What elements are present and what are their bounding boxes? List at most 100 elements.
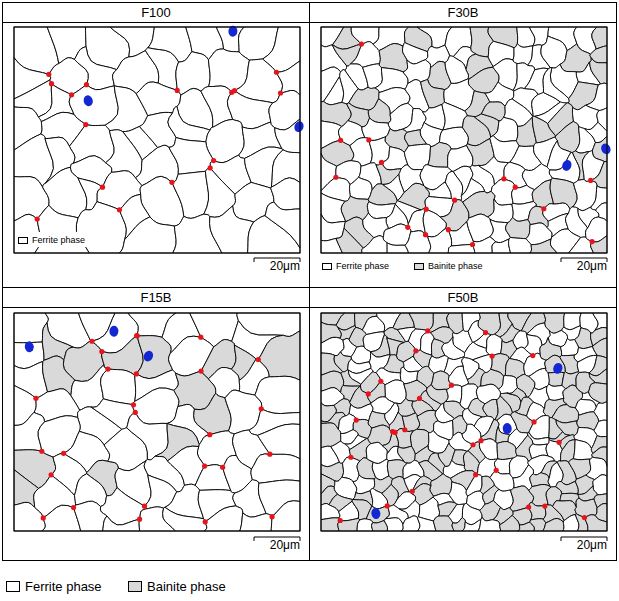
micrograph-frame [14, 27, 300, 253]
precipitate-dot [49, 472, 54, 477]
precipitate-dot [259, 406, 264, 411]
grain [204, 506, 242, 531]
precipitate-dot [413, 348, 418, 353]
grain [543, 68, 569, 103]
panel-title: F50B [447, 290, 478, 305]
precipitate-dot [169, 180, 174, 185]
precipitate-dot [69, 92, 74, 97]
grain [172, 171, 209, 218]
precipitate-dot [470, 242, 475, 247]
precipitate-dot [61, 451, 66, 456]
precipitate-dot [274, 70, 279, 75]
panel-title: F30B [447, 5, 478, 20]
precipitate-dot [470, 442, 475, 447]
precipitate-dot [198, 335, 203, 340]
grain [524, 334, 542, 355]
grain [481, 102, 505, 121]
grain [362, 236, 387, 253]
inclusion-blob [24, 341, 34, 353]
precipitate-dot [483, 330, 488, 335]
grain [336, 228, 363, 253]
grain [357, 519, 373, 531]
precipitate-dot [105, 366, 110, 371]
scale-label: 20μm [577, 260, 607, 273]
precipitate-dot [359, 41, 364, 46]
grain [74, 501, 107, 531]
grain [405, 231, 431, 253]
grain [133, 388, 179, 424]
precipitate-dot [582, 515, 587, 520]
grain [478, 517, 501, 531]
inclusion-blob [82, 94, 94, 107]
grain [573, 439, 592, 459]
precipitate-dot [489, 353, 494, 358]
inclusion-blob [552, 362, 564, 375]
microstructure [14, 313, 300, 531]
sample-panel: F30B [309, 2, 617, 288]
precipitate-dot [410, 489, 415, 494]
precipitate-dot [83, 122, 88, 127]
panel-title: F100 [141, 5, 171, 20]
grain [102, 336, 144, 376]
grain [492, 239, 511, 253]
legend-item: Bainite phase [128, 579, 226, 594]
legend-text: Bainite phase [428, 261, 483, 272]
grain [74, 47, 116, 90]
precipitate-dot [232, 88, 237, 93]
precipitate-dot [526, 505, 531, 510]
precipitate-dot [354, 417, 359, 422]
legend-ground [15, 232, 87, 247]
precipitate-dot [137, 517, 142, 522]
microstructure [321, 313, 607, 531]
micrograph-frame [14, 313, 300, 531]
grain [351, 346, 371, 364]
precipitate-dot [417, 396, 422, 401]
inclusion-blob [109, 325, 119, 337]
legend-text: Ferrite phase [32, 235, 85, 246]
legend-swatch [18, 237, 28, 244]
scale-label: 20μm [270, 260, 300, 273]
inclusion-blob [142, 349, 155, 363]
inclusion-blob [561, 159, 573, 173]
grain [383, 224, 411, 245]
grain [589, 369, 607, 384]
precipitate-dot [256, 357, 261, 362]
legend-swatch [322, 263, 332, 270]
grain [421, 79, 445, 107]
legend-text: Ferrite phase [25, 579, 102, 594]
grain [240, 513, 272, 531]
precipitate-dot [89, 339, 94, 344]
grain [592, 27, 607, 49]
grain [42, 505, 81, 531]
inclusion-blob [502, 423, 511, 434]
precipitate-dot [473, 472, 478, 477]
precipitate-dot [35, 217, 40, 222]
precipitate-dot [348, 455, 353, 460]
precipitate-dot [198, 369, 203, 374]
grain [351, 42, 381, 68]
grain [556, 420, 579, 436]
grain [237, 313, 300, 336]
grain [543, 518, 564, 531]
grain [497, 442, 517, 460]
inclusion-blob [293, 120, 305, 133]
precipitate-dot [385, 503, 390, 508]
precipitate-dot [494, 468, 499, 473]
precipitate-dot [379, 160, 384, 165]
sample-panel: F50B [309, 287, 617, 561]
precipitate-dot [134, 371, 139, 376]
grain [590, 58, 607, 85]
precipitate-dot [202, 463, 207, 468]
grain [119, 217, 176, 253]
grain [487, 199, 513, 223]
precipitate-dot [338, 138, 343, 143]
precipitate-dot [378, 379, 383, 384]
precipitate-dot [530, 353, 535, 358]
grain [321, 518, 340, 531]
inclusion-blob [599, 142, 612, 156]
precipitate-dot [366, 137, 371, 142]
precipitate-dot [207, 432, 212, 437]
precipitate-dot [41, 515, 46, 520]
precipitate-dot [131, 402, 136, 407]
